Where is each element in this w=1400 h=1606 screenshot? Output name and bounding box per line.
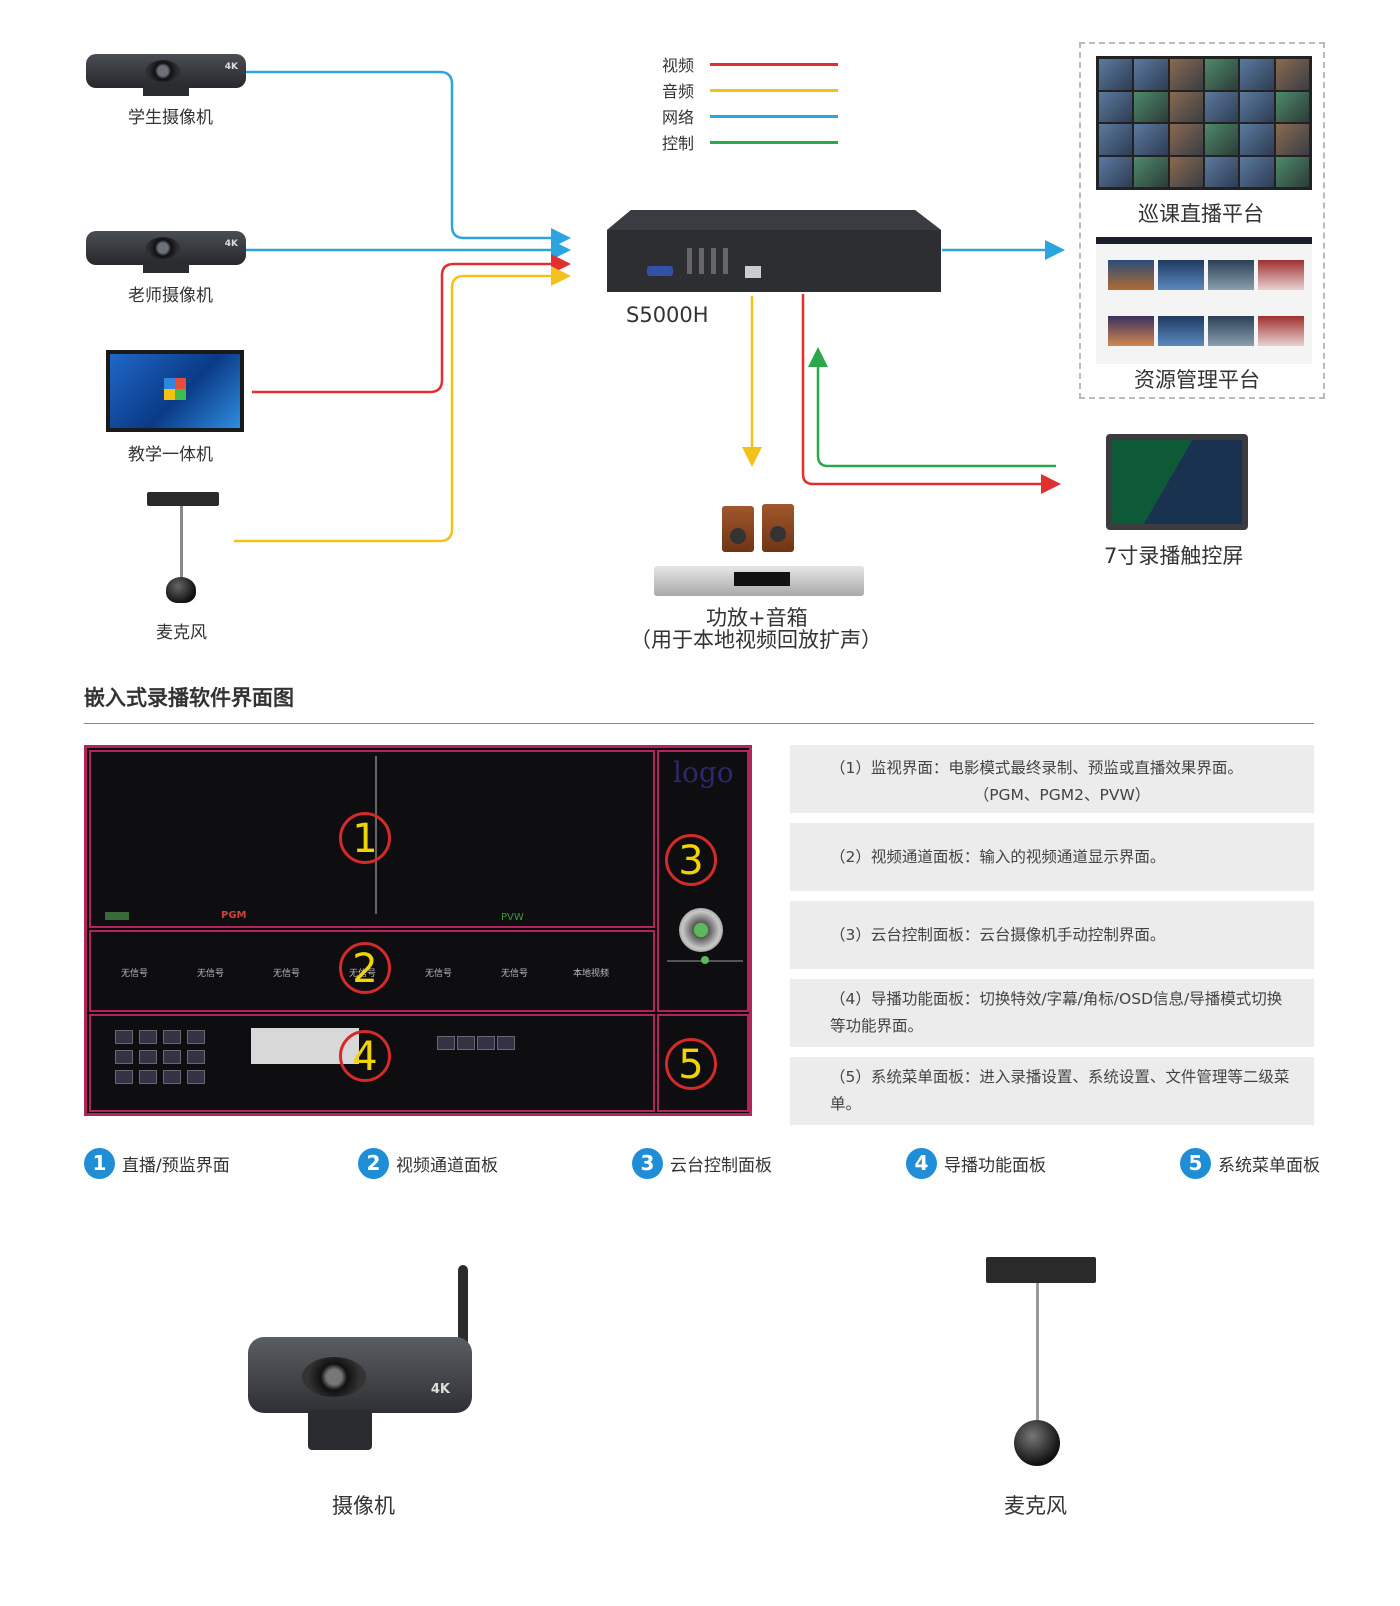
- legend-network: 网络: [662, 104, 838, 128]
- student-camera-network-line: [246, 70, 571, 248]
- connection-lines: [234, 70, 1065, 543]
- teacher-camera-image: 4K: [86, 231, 246, 273]
- legend-audio: 音频: [662, 78, 838, 102]
- all-in-one-label: 教学一体机: [128, 445, 213, 465]
- ptz-direction-pad[interactable]: [679, 908, 723, 952]
- platform-group-box: [1079, 42, 1325, 399]
- marker-2: 2: [339, 942, 391, 994]
- antenna-icon: [458, 1265, 468, 1375]
- legend-video: 视频: [662, 52, 838, 76]
- channel-cell-1: 无信号: [121, 969, 149, 979]
- marker-3: 3: [665, 834, 717, 886]
- description-1: （1）监视界面：电影模式最终录制、预监或直播效果界面。 （PGM、PGM2、PV…: [790, 745, 1314, 813]
- product-camera-label: 摄像机: [332, 1494, 395, 1518]
- description-2: （2）视频通道面板：输入的视频通道显示界面。: [790, 823, 1314, 891]
- pvw-label: PVW: [501, 912, 524, 923]
- touchscreen-label: 7寸录播触控屏: [1104, 544, 1244, 568]
- resource-platform-screenshot: [1096, 237, 1312, 364]
- recorder-to-touchscreen-video-line: [801, 294, 1061, 494]
- all-in-one-video-line: [252, 254, 571, 394]
- marker-5: 5: [665, 1038, 717, 1090]
- microphone-label: 麦克风: [156, 623, 207, 643]
- channel-cell-2: 无信号: [197, 969, 225, 979]
- software-section-title: 嵌入式录播软件界面图: [84, 686, 294, 710]
- recorder-label: S5000H: [626, 303, 709, 327]
- channel-cell-6: 无信号: [501, 969, 529, 979]
- description-5: （5）系统菜单面板：进入录播设置、系统设置、文件管理等二级菜单。: [790, 1057, 1314, 1125]
- student-camera-label: 学生摄像机: [128, 108, 213, 128]
- ptz-logo: logo: [673, 756, 734, 789]
- all-in-one-image: [106, 350, 244, 432]
- description-3: （3）云台控制面板：云台摄像机手动控制界面。: [790, 901, 1314, 969]
- channel-cell-5: 无信号: [425, 969, 453, 979]
- product-microphone-label: 麦克风: [1004, 1494, 1067, 1518]
- windows-logo-icon: [164, 378, 186, 400]
- patrol-platform-label: 巡课直播平台: [1138, 202, 1264, 226]
- marker-1: 1: [339, 812, 391, 864]
- channel-cell-7: 本地视频: [573, 969, 610, 979]
- description-4: （4）导播功能面板：切换特效/字幕/角标/OSD信息/导播模式切换等功能界面。: [790, 979, 1314, 1047]
- marker-4: 4: [339, 1030, 391, 1082]
- amp-speaker-note: （用于本地视频回放扩声）: [630, 628, 882, 652]
- amp-speaker-label: 功放+音箱: [706, 606, 808, 630]
- section-divider: [84, 723, 1314, 724]
- touchscreen-image: [1106, 434, 1248, 530]
- student-camera-image: 4K: [86, 54, 246, 96]
- channel-cell-3: 无信号: [273, 969, 301, 979]
- recorder-device-image: [603, 210, 947, 298]
- resource-platform-label: 资源管理平台: [1134, 368, 1260, 392]
- legend-control: 控制: [662, 130, 838, 154]
- recording-software-ui: PGM PVW 1 logo 3 无信号 无信号 无信号 无信号 无信号 无信号…: [84, 745, 752, 1116]
- touchscreen-control-line: [808, 347, 1056, 468]
- pgm-label: PGM: [221, 910, 247, 921]
- teacher-camera-label: 老师摄像机: [128, 286, 213, 306]
- ptz-speed-slider[interactable]: [701, 956, 709, 964]
- microphone-audio-line: [234, 266, 571, 543]
- patrol-platform-screenshot: [1096, 56, 1312, 190]
